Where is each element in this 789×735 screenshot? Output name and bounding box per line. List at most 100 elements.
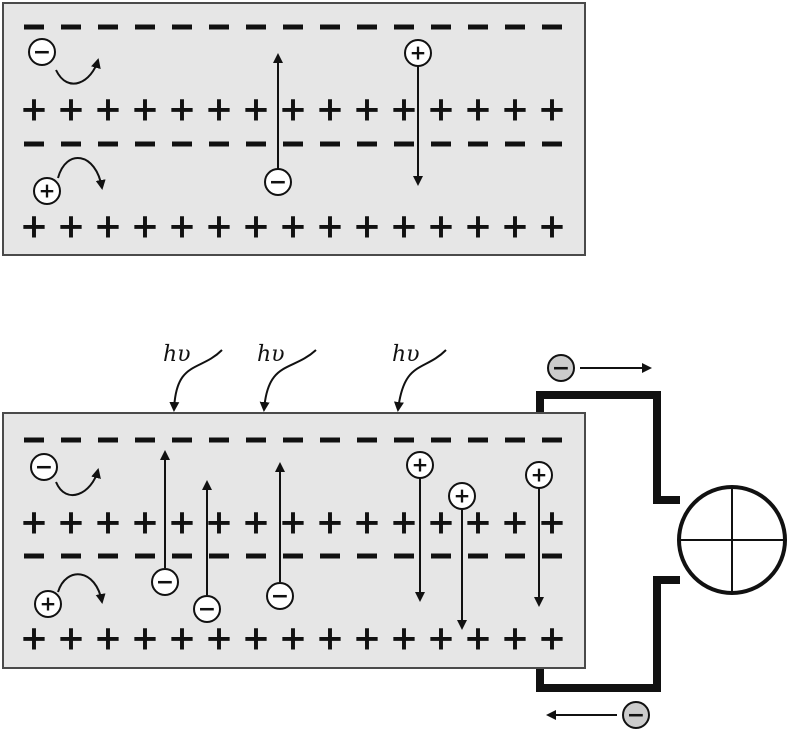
bottom-row1-dash-9 (357, 437, 377, 443)
bottom-row4-plus-13: + (501, 619, 530, 659)
svg-text:+: + (410, 41, 427, 65)
top-row4-plus-6: + (242, 207, 271, 247)
top-row1-dash-14 (542, 24, 562, 30)
top-row3-dash-2 (98, 141, 118, 147)
top-row2-plus-0: + (20, 90, 49, 130)
bottom-row2-plus-1: + (57, 503, 86, 543)
bottom-row3-dash-14 (542, 553, 562, 559)
top-row4-plus-8: + (316, 207, 345, 247)
bottom-panel-charge-rows: ++++++++++++++++++++++++++++++ (20, 437, 567, 659)
svg-text:−: − (552, 356, 570, 381)
bottom-hole-1: + (34, 590, 62, 618)
bottom-row2-plus-5: + (205, 503, 234, 543)
top-row4-plus-11: + (427, 207, 456, 247)
top-row1-dash-13 (505, 24, 525, 30)
bottom-row4-plus-14: + (538, 619, 567, 659)
top-row3-dash-14 (542, 141, 562, 147)
top-row2-plus-2: + (94, 90, 123, 130)
top-row3-dash-6 (246, 141, 266, 147)
top-row4-plus-12: + (464, 207, 493, 247)
top-row2-plus-13: + (501, 90, 530, 130)
bottom-row3-dash-2 (98, 553, 118, 559)
top-arc-hole (57, 157, 106, 190)
top-row4-plus-1: + (57, 207, 86, 247)
external-circuit-wire (536, 391, 680, 692)
top-row4-plus-9: + (353, 207, 382, 247)
bottom-row4-plus-4: + (168, 619, 197, 659)
top-row2-plus-14: + (538, 90, 567, 130)
top-row2-plus-6: + (242, 90, 271, 130)
top-row4-plus-10: + (390, 207, 419, 247)
top-row1-dash-3 (135, 24, 155, 30)
top-row4-plus-14: + (538, 207, 567, 247)
circuit-electron-top: − (547, 354, 575, 382)
bottom-electron-3: − (193, 595, 221, 623)
top-panel: ++++++++++++++++++++++++++++++ − + − + (2, 2, 586, 256)
bottom-row3-dash-10 (394, 553, 414, 559)
bottom-row2-plus-14: + (538, 503, 567, 543)
bottom-row2-plus-6: + (242, 503, 271, 543)
bottom-row3-dash-1 (61, 553, 81, 559)
top-row2-plus-3: + (131, 90, 160, 130)
top-row2-plus-5: + (205, 90, 234, 130)
top-row4-plus-2: + (94, 207, 123, 247)
top-electron-1: − (28, 38, 56, 66)
bottom-row1-dash-14 (542, 437, 562, 443)
top-row1-dash-4 (172, 24, 192, 30)
top-row3-dash-1 (61, 141, 81, 147)
bottom-row4-plus-6: + (242, 619, 271, 659)
bottom-panel: ++++++++++++++++++++++++++++++ − − hυ hυ (2, 342, 787, 729)
top-row1-dash-6 (246, 24, 266, 30)
bottom-row2-plus-7: + (279, 503, 308, 543)
top-row1-dash-2 (98, 24, 118, 30)
top-row2-plus-12: + (464, 90, 493, 130)
bottom-row4-plus-3: + (131, 619, 160, 659)
bottom-row3-dash-6 (246, 553, 266, 559)
bottom-electron-2: − (151, 568, 179, 596)
bottom-row2-plus-12: + (464, 503, 493, 543)
bottom-hole-3: + (448, 482, 476, 510)
bottom-row1-dash-7 (283, 437, 303, 443)
top-arc-electron (55, 58, 101, 85)
svg-text:+: + (531, 463, 548, 487)
bottom-panel-background (2, 412, 586, 669)
bottom-hole-2: + (406, 451, 434, 479)
bottom-electron-4: − (266, 582, 294, 610)
bottom-row1-dash-6 (246, 437, 266, 443)
bottom-row3-dash-9 (357, 553, 377, 559)
bottom-row4-plus-0: + (20, 619, 49, 659)
bottom-row4-plus-5: + (205, 619, 234, 659)
svg-text:+: + (454, 484, 471, 508)
load-symbol (677, 485, 787, 595)
bottom-row4-plus-9: + (353, 619, 382, 659)
bottom-row4-plus-7: + (279, 619, 308, 659)
bottom-row1-dash-13 (505, 437, 525, 443)
bottom-row2-plus-3: + (131, 503, 160, 543)
top-row2-plus-8: + (316, 90, 345, 130)
bottom-arc-hole (57, 573, 106, 604)
svg-text:−: − (156, 570, 174, 595)
top-row4-plus-7: + (279, 207, 308, 247)
top-row3-dash-5 (209, 141, 229, 147)
bottom-row1-dash-8 (320, 437, 340, 443)
top-row4-plus-5: + (205, 207, 234, 247)
top-row2-plus-1: + (57, 90, 86, 130)
top-row4-plus-13: + (501, 207, 530, 247)
bottom-row2-plus-11: + (427, 503, 456, 543)
top-hole-2: + (404, 39, 432, 67)
bottom-row4-plus-12: + (464, 619, 493, 659)
top-panel-charge-rows: ++++++++++++++++++++++++++++++ (20, 24, 567, 247)
top-row2-plus-10: + (390, 90, 419, 130)
top-row2-plus-11: + (427, 90, 456, 130)
top-row3-dash-0 (24, 141, 44, 147)
photon-3: hυ (392, 342, 447, 412)
top-row1-dash-5 (209, 24, 229, 30)
bottom-row3-dash-3 (135, 553, 155, 559)
photon-1: hυ (163, 342, 223, 412)
top-row3-dash-4 (172, 141, 192, 147)
top-row1-dash-10 (394, 24, 414, 30)
bottom-row3-dash-0 (24, 553, 44, 559)
bottom-row4-plus-10: + (390, 619, 419, 659)
top-row2-plus-7: + (279, 90, 308, 130)
